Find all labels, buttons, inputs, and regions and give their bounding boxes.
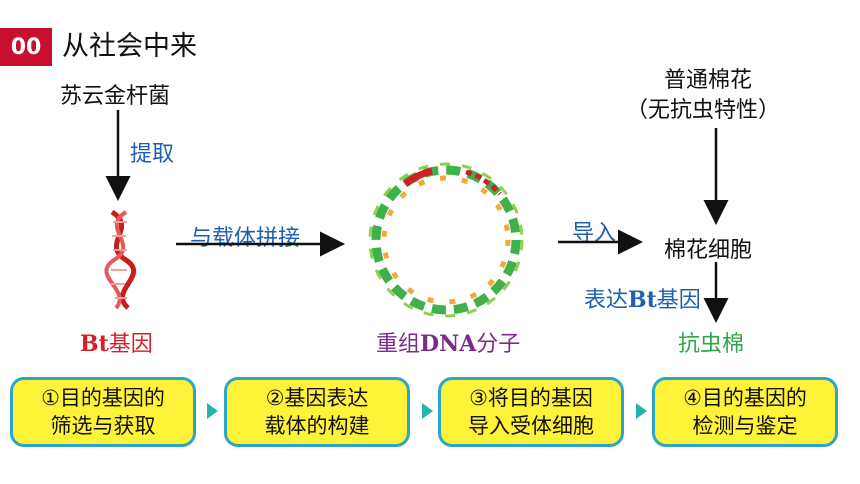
recombinant-prefix: 重组	[376, 332, 421, 357]
step-2-line2: 载体的构建	[264, 414, 370, 438]
express-suffix: 基因	[656, 288, 701, 313]
step-1-line2: 筛选与获取	[50, 414, 156, 438]
step-connector-3-icon	[636, 403, 647, 419]
step-1-box: ①目的基因的 筛选与获取	[10, 377, 196, 447]
step-2-line1: ②基因表达	[265, 386, 369, 410]
cotton-cell-label: 棉花细胞	[664, 238, 753, 263]
section-number-badge: 00	[0, 28, 52, 66]
step-connector-1-icon	[207, 403, 218, 419]
express-prefix: 表达	[584, 288, 629, 313]
extract-label: 提取	[130, 142, 175, 167]
step-2-box: ②基因表达 载体的构建	[224, 377, 410, 447]
plasmid-ring-icon	[368, 162, 524, 318]
bt-gene-suffix: 基因	[108, 332, 153, 357]
cotton-label: 普通棉花	[664, 68, 753, 93]
express-label: 表达Bt基因	[584, 282, 701, 314]
ligation-label: 与载体拼接	[190, 226, 301, 251]
cotton-note: （无抗虫特性）	[626, 98, 781, 123]
step-1-line1: ①目的基因的	[41, 386, 165, 410]
step-4-line1: ④目的基因的	[683, 386, 807, 410]
step-3-line1: ③将目的基因	[469, 386, 593, 410]
step-3-box: ③将目的基因 导入受体细胞	[438, 377, 624, 447]
page-title: 从社会中来	[62, 31, 197, 62]
step-connector-2-icon	[422, 403, 433, 419]
step-4-line2: 检测与鉴定	[692, 414, 798, 438]
bt-gene-label: Bt基因	[80, 326, 153, 358]
step-3-line2: 导入受体细胞	[468, 414, 594, 438]
bt-gene-prefix: Bt	[80, 331, 109, 357]
express-bt: Bt	[628, 287, 657, 313]
source-organism-label: 苏云金杆菌	[60, 84, 171, 109]
step-4-box: ④目的基因的 检测与鉴定	[652, 377, 838, 447]
recombinant-suffix: 分子	[476, 332, 521, 357]
recombinant-dna-text: DNA	[420, 331, 477, 357]
dna-helix-icon	[104, 209, 137, 310]
recombinant-dna-label: 重组DNA分子	[376, 326, 520, 358]
insect-resistant-cotton-label: 抗虫棉	[678, 332, 745, 357]
